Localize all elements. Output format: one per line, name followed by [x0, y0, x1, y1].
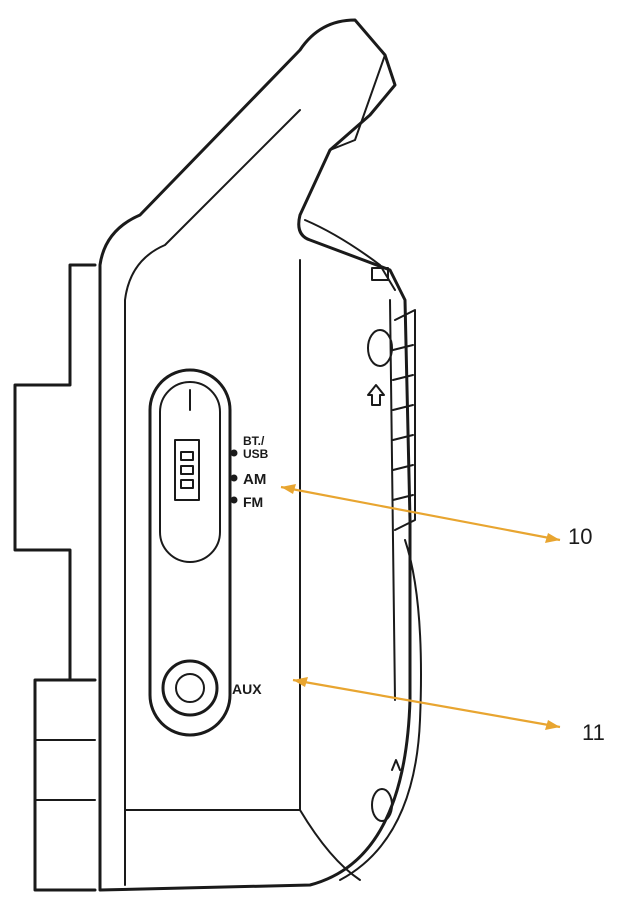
- callout-10-arrowhead-start: [281, 484, 296, 494]
- callout-11: 11: [292, 677, 605, 745]
- aux-jack: AUX: [161, 659, 262, 717]
- fm-dot: [230, 496, 238, 504]
- function-switch: [174, 439, 200, 501]
- callout-10: 10: [280, 484, 592, 549]
- fm-label: FM: [243, 494, 263, 510]
- bt-usb-label-line1: BT./: [243, 434, 265, 448]
- callout-11-number: 11: [582, 720, 605, 745]
- aux-label: AUX: [232, 681, 262, 697]
- radio-body: [98, 18, 422, 892]
- callout-11-arrowhead-end: [545, 720, 560, 730]
- rear-knobs: [13, 263, 97, 892]
- control-panel: [148, 368, 232, 737]
- callout-10-number: 10: [568, 524, 592, 549]
- mode-labels: BT./ USB AM FM: [230, 434, 269, 510]
- callout-11-arrow: [292, 678, 561, 729]
- bt-usb-dot: [230, 449, 238, 457]
- callout-10-arrow: [280, 485, 561, 542]
- callout-11-arrowhead-start: [293, 677, 308, 687]
- side-grip: [367, 267, 416, 822]
- bt-usb-label-line2: USB: [243, 447, 269, 461]
- am-dot: [230, 474, 238, 482]
- callout-10-arrowhead-end: [545, 533, 560, 543]
- am-label: AM: [243, 471, 266, 488]
